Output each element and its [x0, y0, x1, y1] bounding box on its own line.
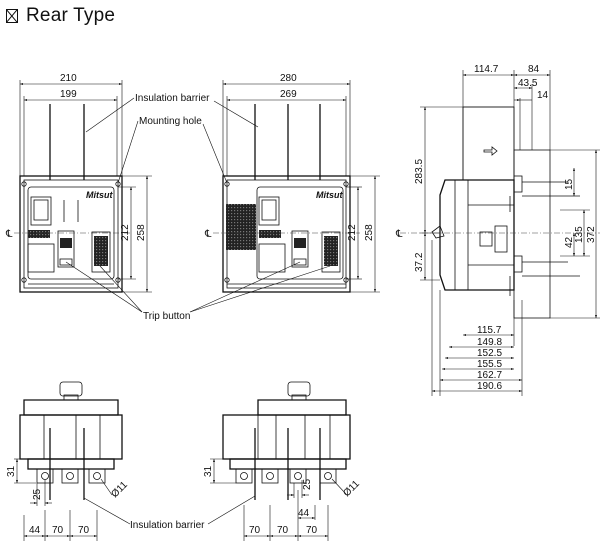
dim-212-4p: 212 — [347, 224, 358, 241]
dim-155-5: 155.5 — [477, 359, 502, 370]
dim-44-3p: 44 — [29, 525, 41, 536]
page-title: Rear Type — [26, 5, 116, 26]
callouts-top: Insulation barrier Mounting hole Trip bu… — [65, 93, 331, 322]
dim-42: 42 — [564, 236, 575, 248]
label-mounting-hole: Mounting hole — [139, 116, 202, 127]
label-insulation-barrier-top: Insulation barrier — [135, 93, 210, 104]
dim-162-7: 162.7 — [477, 370, 502, 381]
centerline-mark-side: ℄ — [395, 229, 403, 240]
dim-135: 135 — [574, 226, 585, 243]
dim-dia11-3p: Ø11 — [109, 479, 130, 500]
front-view-4-pole: 280 269 Mitsut ℄ 212 258 — [204, 73, 380, 293]
dim-70b-4p: 70 — [277, 525, 289, 536]
label-insulation-barrier-bottom: Insulation barrier — [130, 520, 205, 531]
dim-190-6: 190.6 — [477, 381, 502, 392]
dim-43-5: 43.5 — [518, 78, 538, 89]
centerline-mark-3p: ℄ — [5, 229, 13, 240]
label-trip-button: Trip button — [143, 311, 190, 322]
dim-25-3p: 25 — [32, 488, 43, 500]
dim-25-4p: 25 — [302, 478, 313, 490]
dim-114-7: 114.7 — [474, 64, 499, 75]
svg-text:Mitsut: Mitsut — [86, 190, 113, 200]
section-header: Rear Type — [6, 3, 115, 29]
front-view-3-pole: 210 199 Mitsut ℄ 212 258 — [5, 73, 152, 293]
dim-31-4p: 31 — [203, 465, 214, 477]
dim-15: 15 — [564, 178, 575, 190]
side-view: 114.7 84 43.5 14 283.5 37.2 — [395, 64, 600, 396]
dim-283-5: 283.5 — [414, 159, 425, 184]
dim-31-3p: 31 — [6, 465, 17, 477]
dim-258-4p: 258 — [364, 224, 375, 241]
dim-84: 84 — [528, 64, 540, 75]
dim-372: 372 — [586, 226, 597, 243]
dim-14: 14 — [537, 90, 549, 101]
dim-149-8: 149.8 — [477, 337, 502, 348]
callout-bottom: Insulation barrier — [83, 495, 256, 531]
dim-70b-3p: 70 — [78, 525, 90, 536]
dim-269: 269 — [280, 89, 297, 100]
dim-280: 280 — [280, 73, 297, 84]
dim-37-2: 37.2 — [414, 252, 425, 272]
section-marker-icon — [6, 9, 18, 23]
dim-210: 210 — [60, 73, 77, 84]
bottom-view-4-pole: 31 25 Ø11 44 70 70 70 — [203, 381, 362, 541]
dim-152-5: 152.5 — [477, 348, 502, 359]
dim-44-4p: 44 — [298, 508, 310, 519]
dim-70a-3p: 70 — [52, 525, 64, 536]
dim-70c-4p: 70 — [306, 525, 318, 536]
dim-258-3p: 258 — [136, 224, 147, 241]
centerline-mark-4p: ℄ — [204, 229, 212, 240]
dim-70a-4p: 70 — [249, 525, 261, 536]
dim-115-7: 115.7 — [477, 325, 502, 336]
dim-dia11-4p: Ø11 — [341, 478, 362, 499]
svg-text:Mitsut: Mitsut — [316, 190, 343, 200]
dim-199: 199 — [60, 89, 77, 100]
dim-212-3p: 212 — [120, 224, 131, 241]
bottom-view-3-pole: 31 25 Ø11 44 70 70 — [6, 381, 130, 541]
